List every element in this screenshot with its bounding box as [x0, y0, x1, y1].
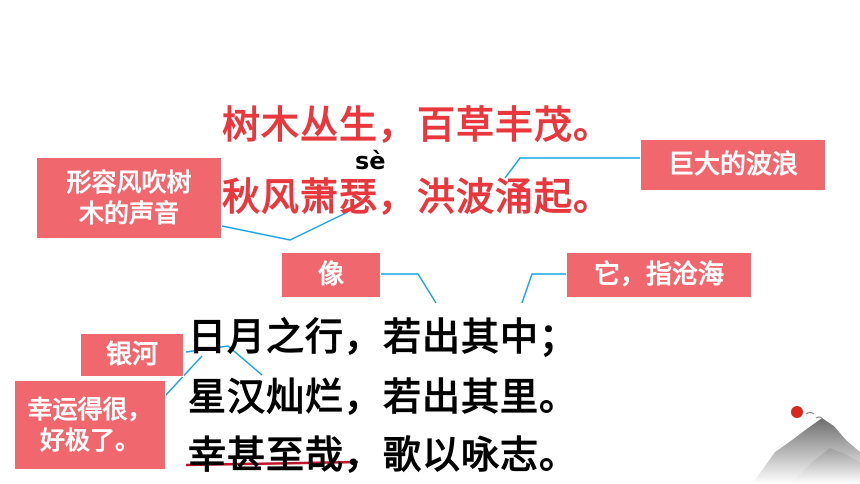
- poem-line-2: 秋风萧瑟，洪波涌起。: [222, 175, 613, 219]
- poem-line-1: 树木丛生，百草丰茂。: [222, 103, 613, 147]
- leader-hong-bo: [504, 157, 640, 179]
- note-xiao-se-line1: 形容风吹树: [66, 167, 192, 197]
- note-xiao-se-line2: 木的声音: [78, 199, 179, 228]
- leader-qi: [521, 273, 566, 304]
- pinyin-se: sè: [355, 147, 386, 175]
- note-ruo: 像: [281, 252, 381, 298]
- note-xing-han: 银河: [80, 333, 184, 377]
- poem-line-3: 日月之行，若出其中；: [188, 315, 579, 359]
- underline-xing-shen: [185, 460, 359, 467]
- note-xing-shen-line2: 好极了。: [39, 426, 140, 455]
- note-hong-bo: 巨大的波浪: [640, 139, 826, 191]
- leader-ruo: [380, 273, 437, 304]
- poem-line-4: 星汉灿烂，若出其里。: [188, 375, 579, 419]
- note-xing-shen-line1: 幸运得很，: [27, 394, 153, 424]
- note-qi: 它，指沧海: [566, 252, 752, 298]
- note-xiao-se: 形容风吹树 木的声音: [36, 157, 222, 239]
- poem-line-5: 幸甚至哉，歌以咏志。: [188, 433, 579, 477]
- leader-xiao-se: [221, 211, 349, 241]
- leader-xing-han: [185, 345, 263, 376]
- note-xing-shen: 幸运得很， 好极了。: [14, 380, 166, 470]
- ink-mountain-decoration: [752, 406, 860, 484]
